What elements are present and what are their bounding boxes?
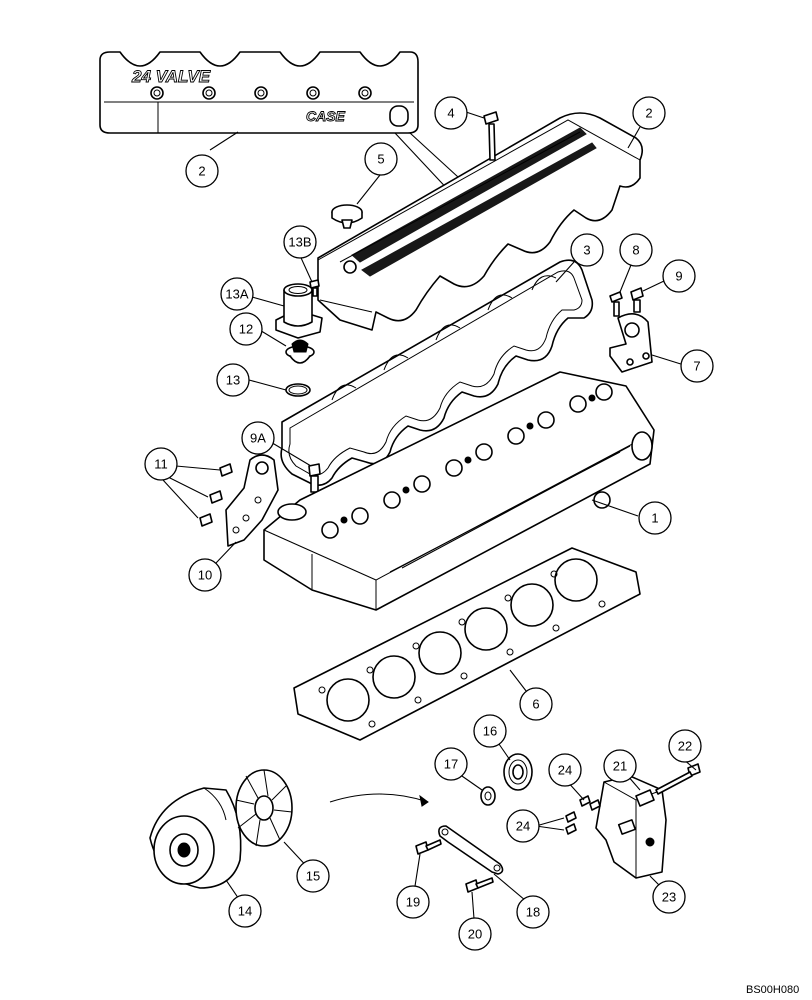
fitting-9a — [308, 463, 321, 493]
svg-text:19: 19 — [406, 895, 420, 910]
svg-text:3: 3 — [583, 243, 590, 258]
svg-text:21: 21 — [613, 759, 627, 774]
thermostat — [285, 339, 315, 364]
callout-13b: 13B — [283, 225, 317, 259]
svg-text:10: 10 — [198, 568, 212, 583]
svg-text:24: 24 — [516, 819, 530, 834]
svg-text:22: 22 — [678, 739, 692, 754]
thermostat-housing — [275, 283, 323, 339]
pulley — [503, 753, 533, 791]
bolts-11 — [199, 463, 233, 527]
callout-24-top: 24 — [548, 753, 582, 787]
callout-20: 20 — [458, 917, 492, 951]
svg-text:11: 11 — [154, 457, 168, 472]
bolt-4 — [483, 111, 499, 161]
valve-cover-model-text: 24 VALVE — [131, 67, 211, 86]
stud-9 — [630, 287, 644, 313]
svg-text:7: 7 — [693, 359, 700, 374]
callout-13a: 13A — [220, 277, 254, 311]
svg-text:13B: 13B — [288, 235, 311, 250]
alternator — [149, 787, 242, 889]
head-gasket — [293, 547, 641, 741]
svg-text:2: 2 — [198, 164, 205, 179]
drawing-code: BS00H080 — [746, 984, 799, 996]
bracket-10 — [225, 454, 279, 547]
bolts-24 — [565, 795, 601, 835]
alternator-mounting-bracket — [595, 775, 667, 879]
svg-text:4: 4 — [447, 106, 454, 121]
lifting-bracket — [609, 313, 653, 373]
callout-21: 21 — [603, 749, 637, 783]
svg-text:24: 24 — [558, 763, 572, 778]
callout-22: 22 — [668, 729, 702, 763]
svg-text:8: 8 — [632, 243, 639, 258]
svg-text:5: 5 — [377, 152, 384, 167]
callout-10: 10 — [188, 558, 222, 592]
svg-text:6: 6 — [532, 697, 539, 712]
valve-cover-brand-text: CASE — [306, 108, 346, 124]
callout-17: 17 — [434, 747, 468, 781]
valve-cover — [317, 112, 644, 331]
svg-text:18: 18 — [526, 905, 540, 920]
svg-text:20: 20 — [468, 927, 482, 942]
callout-6: 6 — [519, 687, 553, 721]
bolt-19 — [415, 839, 442, 855]
bolt-22 — [655, 763, 701, 795]
callout-15: 15 — [296, 859, 330, 893]
callout-7: 7 — [680, 349, 714, 383]
callout-19: 19 — [396, 885, 430, 919]
callout-4: 4 — [434, 96, 468, 130]
callout-1: 1 — [638, 501, 672, 535]
svg-text:17: 17 — [444, 757, 458, 772]
svg-text:13A: 13A — [225, 287, 248, 302]
svg-text:14: 14 — [238, 904, 252, 919]
svg-text:9A: 9A — [250, 431, 266, 446]
callout-12: 12 — [229, 312, 263, 346]
valve-cover-gasket — [280, 259, 594, 486]
callout-23: 23 — [652, 880, 686, 914]
o-ring — [285, 383, 311, 397]
callout-16: 16 — [473, 714, 507, 748]
svg-text:1: 1 — [651, 511, 658, 526]
svg-text:9: 9 — [675, 269, 682, 284]
svg-text:23: 23 — [662, 890, 676, 905]
callouts: 2 2 4 5 3 8 9 13B 13A 12 7 13 9A 11 1 10… — [144, 96, 714, 951]
svg-text:16: 16 — [483, 724, 497, 739]
bolt-20 — [465, 877, 494, 893]
bushing — [635, 789, 655, 807]
svg-text:13: 13 — [226, 373, 240, 388]
callout-14: 14 — [228, 894, 262, 928]
callout-3: 3 — [570, 233, 604, 267]
svg-text:15: 15 — [306, 869, 320, 884]
bolt-8 — [609, 291, 623, 317]
callout-5: 5 — [364, 142, 398, 176]
adjusting-link — [438, 825, 504, 875]
svg-text:12: 12 — [239, 322, 253, 337]
cylinder-head — [263, 371, 655, 611]
callout-13: 13 — [216, 363, 250, 397]
callout-18: 18 — [516, 895, 550, 929]
callout-9: 9 — [662, 259, 696, 293]
callout-24-bottom: 24 — [506, 809, 540, 843]
alternator-fan — [235, 769, 293, 847]
direction-arrow — [329, 793, 429, 807]
callout-9a: 9A — [241, 421, 275, 455]
callout-11: 11 — [144, 447, 178, 481]
svg-text:2: 2 — [645, 106, 652, 121]
callout-8: 8 — [619, 233, 653, 267]
callout-2-inset: 2 — [185, 154, 219, 188]
valve-cover-side-view: 24 VALVE CASE — [99, 51, 419, 134]
callout-2-cover: 2 — [632, 96, 666, 130]
oil-filler-cap — [331, 204, 363, 229]
pulley-nut — [480, 786, 496, 806]
screw-13b — [309, 279, 320, 297]
